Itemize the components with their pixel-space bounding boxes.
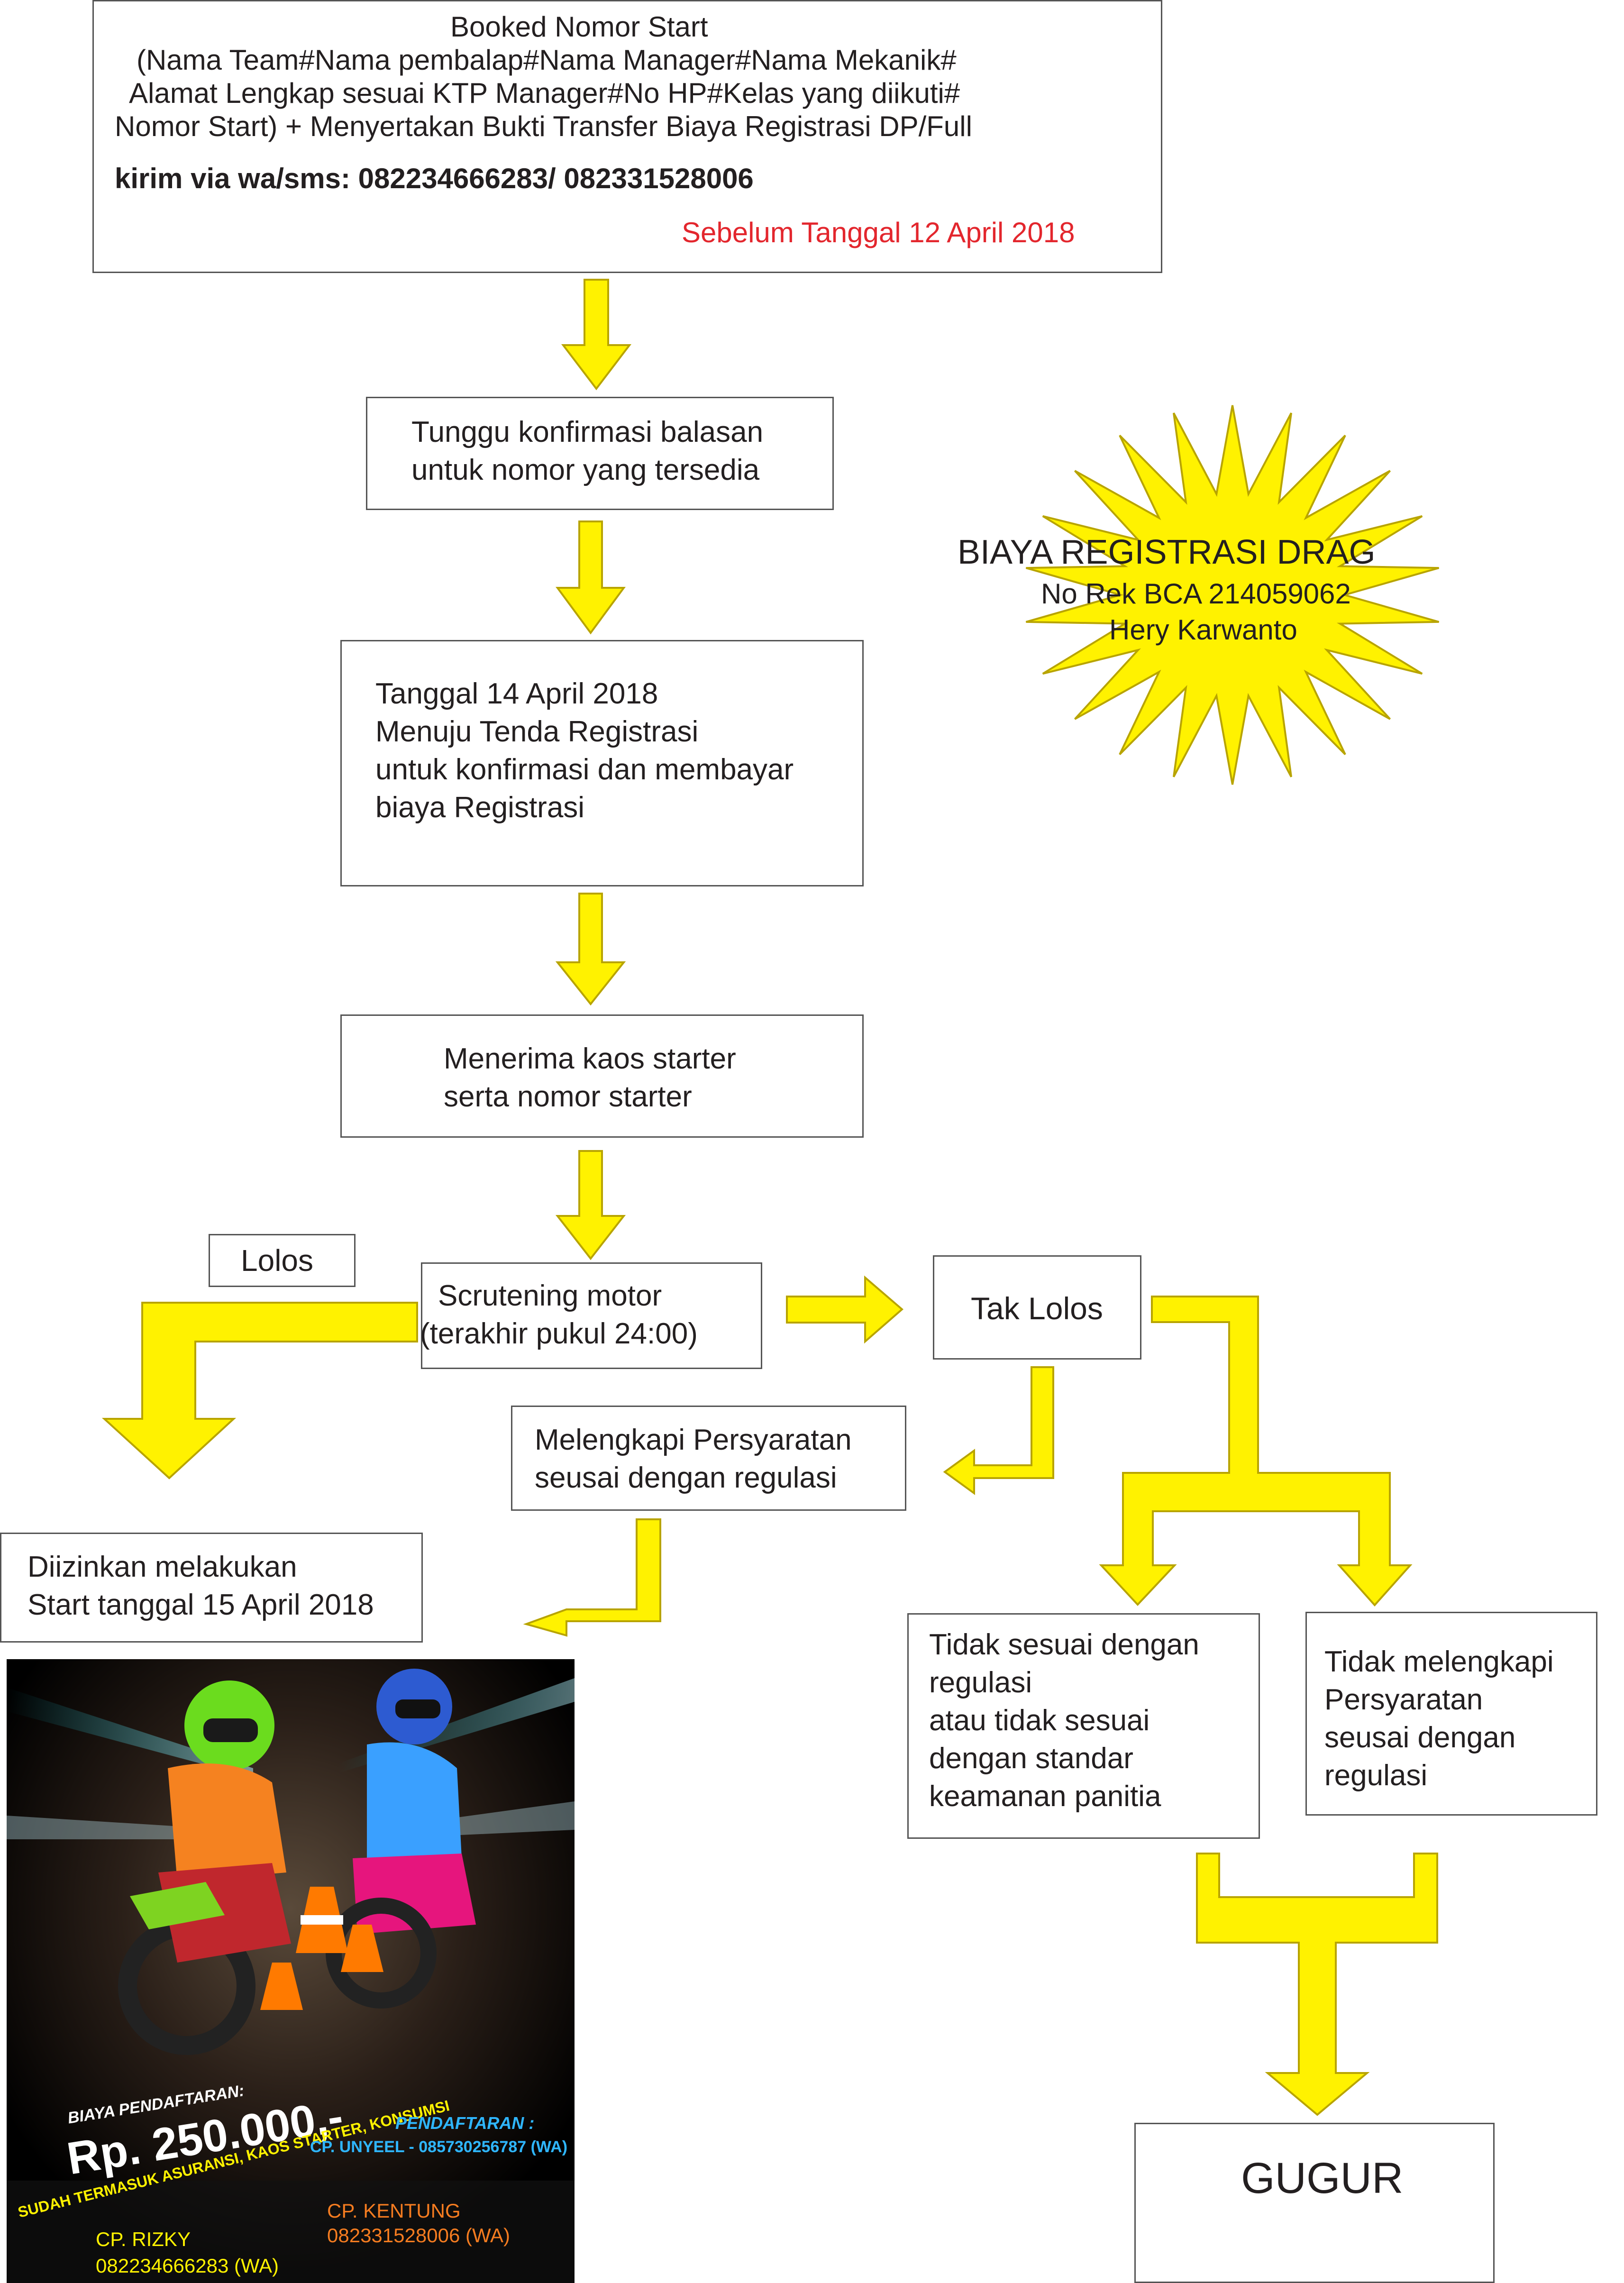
fail-label-box bbox=[933, 1255, 1141, 1360]
booking-line-1: Booked Nomor Start bbox=[450, 11, 708, 43]
not-compliant-line-1: Tidak sesuai dengan bbox=[929, 1628, 1199, 1661]
fix-requirements-box bbox=[511, 1406, 906, 1511]
retry-arrow bbox=[523, 1518, 661, 1637]
poster-cp-kentung-name: CP. KENTUNG bbox=[327, 2200, 461, 2222]
starburst-account: No Rek BCA 214059062 bbox=[1041, 578, 1351, 610]
registration-line-4: biaya Registrasi bbox=[375, 791, 585, 824]
booking-line-2: (Nama Team#Nama pembalap#Nama Manager#Na… bbox=[137, 44, 957, 76]
booking-deadline: Sebelum Tanggal 12 April 2018 bbox=[682, 217, 1075, 248]
event-poster: BIAYA PENDAFTARAN: Rp. 250.000,- SUDAH T… bbox=[7, 1659, 575, 2283]
not-compliant-line-2: regulasi bbox=[929, 1666, 1032, 1699]
registration-fee-starburst bbox=[1025, 405, 1440, 785]
allowed-start-box bbox=[0, 1533, 423, 1643]
registration-line-3: untuk konfirmasi dan membayar bbox=[375, 753, 794, 786]
booking-line-4: Nomor Start) + Menyertakan Bukti Transfe… bbox=[115, 110, 972, 142]
not-compliant-box bbox=[907, 1613, 1260, 1839]
incomplete-line-3: seusai dengan bbox=[1324, 1721, 1516, 1754]
poster-cp-rizky-name: CP. RIZKY bbox=[96, 2228, 191, 2250]
kit-line-2: serta nomor starter bbox=[444, 1080, 692, 1113]
rider-green-icon bbox=[118, 1680, 291, 2055]
pass-label-box bbox=[209, 1234, 356, 1287]
wait-line-2: untuk nomor yang tersedia bbox=[411, 454, 760, 486]
not-compliant-line-4: dengan standar bbox=[929, 1742, 1133, 1775]
poster-cp-rizky-phone: 082234666283 (WA) bbox=[96, 2255, 279, 2277]
incomplete-line-2: Persyaratan bbox=[1324, 1683, 1483, 1716]
not-compliant-line-5: keamanan panitia bbox=[929, 1780, 1161, 1813]
wait-line-1: Tunggu konfirmasi balasan bbox=[411, 416, 764, 448]
down-arrow-3 bbox=[555, 893, 626, 1006]
registration-line-2: Menuju Tenda Registrasi bbox=[375, 715, 699, 748]
scrutineering-line-2: (terakhir pukul 24:00) bbox=[420, 1317, 698, 1350]
poster-registration-label: PENDAFTARAN : bbox=[395, 2113, 535, 2133]
starter-kit-box bbox=[340, 1014, 864, 1138]
not-compliant-line-3: atau tidak sesuai bbox=[929, 1704, 1150, 1737]
allowed-line-2: Start tanggal 15 April 2018 bbox=[27, 1589, 374, 1621]
merge-arrow bbox=[1196, 1853, 1438, 2116]
starburst-holder: Hery Karwanto bbox=[1109, 614, 1297, 646]
fail-label: Tak Lolos bbox=[971, 1291, 1103, 1326]
kit-line-1: Menerima kaos starter bbox=[444, 1042, 736, 1075]
fix-arrow bbox=[943, 1366, 1054, 1495]
starburst-title: BIAYA REGISTRASI DRAG bbox=[958, 533, 1376, 571]
booking-step-box bbox=[92, 0, 1162, 273]
down-arrow-1 bbox=[561, 279, 632, 391]
scrutineering-box bbox=[421, 1262, 762, 1369]
poster-artwork bbox=[7, 1659, 575, 2283]
traffic-cone-icon bbox=[260, 1887, 383, 2010]
registration-line-1: Tanggal 14 April 2018 bbox=[375, 677, 658, 710]
split-arrow bbox=[1099, 1296, 1413, 1607]
scrutineering-line-1: Scrutening motor bbox=[438, 1279, 662, 1312]
booking-line-3: Alamat Lengkap sesuai KTP Manager#No HP#… bbox=[129, 77, 960, 109]
allowed-line-1: Diizinkan melakukan bbox=[27, 1551, 297, 1583]
incomplete-line-4: regulasi bbox=[1324, 1759, 1428, 1792]
down-arrow-4 bbox=[555, 1150, 626, 1260]
eliminated-label: GUGUR bbox=[1241, 2154, 1404, 2202]
pass-arrow bbox=[101, 1302, 418, 1479]
eliminated-box bbox=[1134, 2123, 1495, 2283]
fix-line-2: seusai dengan regulasi bbox=[535, 1461, 837, 1494]
poster-cp-unyeel: CP. UNYEEL - 085730256787 (WA) bbox=[310, 2138, 568, 2156]
incomplete-line-1: Tidak melengkapi bbox=[1324, 1645, 1554, 1678]
fail-arrow bbox=[786, 1275, 904, 1344]
pass-label: Lolos bbox=[241, 1243, 313, 1278]
fix-line-1: Melengkapi Persyaratan bbox=[535, 1424, 852, 1456]
booking-contact: kirim via wa/sms: 082234666283/ 08233152… bbox=[115, 163, 754, 194]
incomplete-box bbox=[1305, 1612, 1597, 1816]
down-arrow-2 bbox=[556, 521, 626, 635]
poster-cp-kentung-phone: 082331528006 (WA) bbox=[327, 2224, 511, 2246]
wait-confirmation-box bbox=[366, 397, 834, 510]
registration-tent-box bbox=[340, 640, 864, 886]
